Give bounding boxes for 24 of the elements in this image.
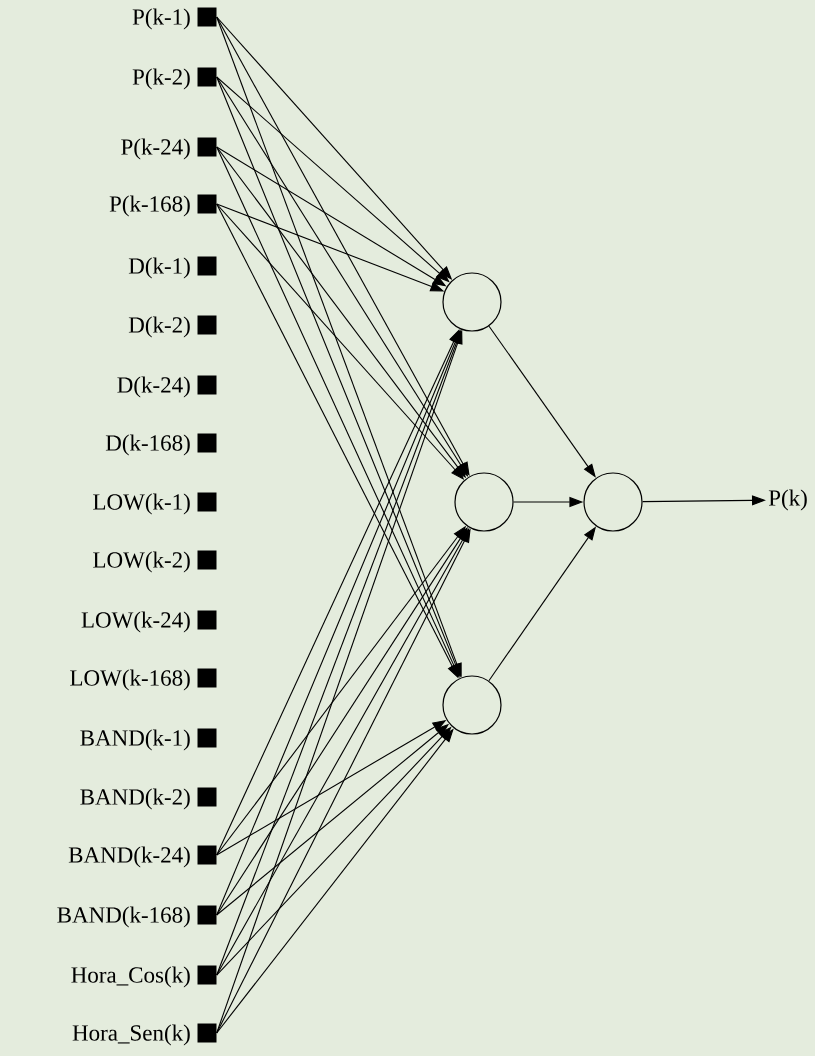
input-label: D(k-24) xyxy=(117,376,190,398)
input-label: D(k-2) xyxy=(128,316,190,338)
input-label: LOW(k-168) xyxy=(70,669,190,691)
input-label: LOW(k-2) xyxy=(93,551,190,573)
input-label: BAND(k-24) xyxy=(68,846,190,868)
input-label: BAND(k-1) xyxy=(80,729,190,751)
input-label: P(k-1) xyxy=(132,8,190,30)
output-label: P(k) xyxy=(768,489,807,511)
arrow xyxy=(488,325,596,478)
input-label: BAND(k-168) xyxy=(57,906,190,928)
input-label: P(k-168) xyxy=(109,195,190,217)
input-label: D(k-1) xyxy=(128,257,190,279)
neuron-circle xyxy=(454,472,514,532)
input-label: P(k-2) xyxy=(132,68,190,90)
neuron-circle xyxy=(442,675,502,735)
input-label: P(k-24) xyxy=(121,138,190,160)
input-label: Hora_Sen(k) xyxy=(72,1024,190,1046)
input-label: D(k-168) xyxy=(105,434,190,456)
input-label: LOW(k-1) xyxy=(93,493,190,515)
input-label: LOW(k-24) xyxy=(81,611,190,633)
neuron-circle xyxy=(442,272,502,332)
neuron-circle xyxy=(583,472,643,532)
input-label: BAND(k-2) xyxy=(80,788,190,810)
input-label: Hora_Cos(k) xyxy=(71,966,190,988)
